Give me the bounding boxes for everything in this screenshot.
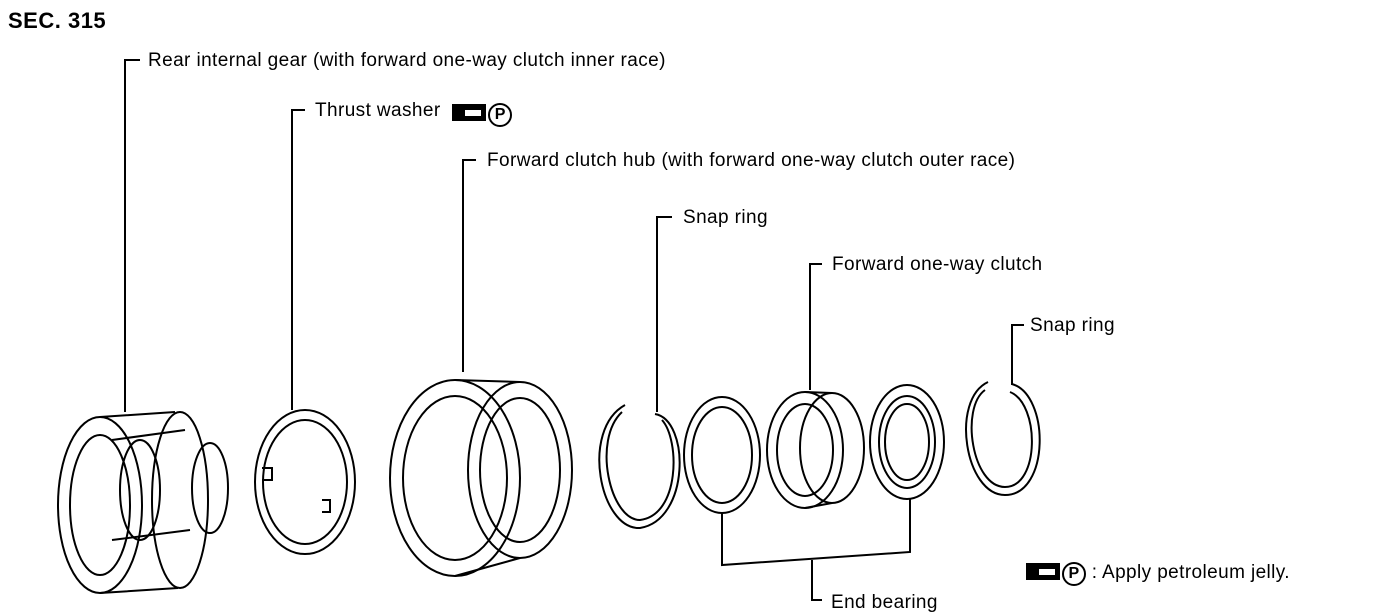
section-number: SEC. 315	[8, 8, 107, 33]
forward-one-way-clutch-drawing	[766, 391, 865, 509]
leader-thrust-washer	[291, 109, 305, 410]
brush-icon	[452, 104, 487, 121]
leader-end-bearing	[721, 498, 911, 601]
thrust-washer-drawing	[254, 409, 356, 555]
label-thrust-washer-row: Thrust washer P	[315, 100, 513, 127]
leader-snap-ring-2	[1011, 324, 1024, 385]
label-snap-ring-2: Snap ring	[1030, 315, 1115, 336]
legend-p-circle-icon: P	[1062, 562, 1086, 586]
label-rear-internal-gear: Rear internal gear (with forward one-way…	[148, 50, 666, 71]
label-snap-ring-1: Snap ring	[683, 207, 768, 228]
end-bearing-1-drawing	[683, 396, 761, 514]
legend: P : Apply petroleum jelly.	[1026, 562, 1290, 586]
leader-forward-clutch-hub	[462, 159, 476, 372]
label-forward-one-way-clutch: Forward one-way clutch	[832, 254, 1043, 275]
p-circle-icon: P	[488, 103, 513, 127]
leader-snap-ring-1	[656, 216, 672, 412]
snap-ring-1-drawing	[598, 404, 681, 530]
rear-internal-gear-drawing	[57, 411, 229, 594]
leader-forward-one-way-clutch	[809, 263, 822, 390]
snap-ring-2-drawing	[965, 381, 1041, 497]
legend-text: : Apply petroleum jelly.	[1091, 562, 1290, 583]
end-bearing-2-drawing	[869, 384, 945, 500]
label-thrust-washer: Thrust washer	[315, 100, 441, 121]
forward-clutch-hub-drawing	[389, 379, 573, 577]
label-end-bearing: End bearing	[831, 592, 938, 613]
label-forward-clutch-hub: Forward clutch hub (with forward one-way…	[487, 150, 1016, 171]
legend-brush-icon	[1026, 563, 1060, 580]
leader-rear-internal-gear	[124, 59, 140, 412]
petroleum-jelly-badge: P	[452, 103, 513, 127]
